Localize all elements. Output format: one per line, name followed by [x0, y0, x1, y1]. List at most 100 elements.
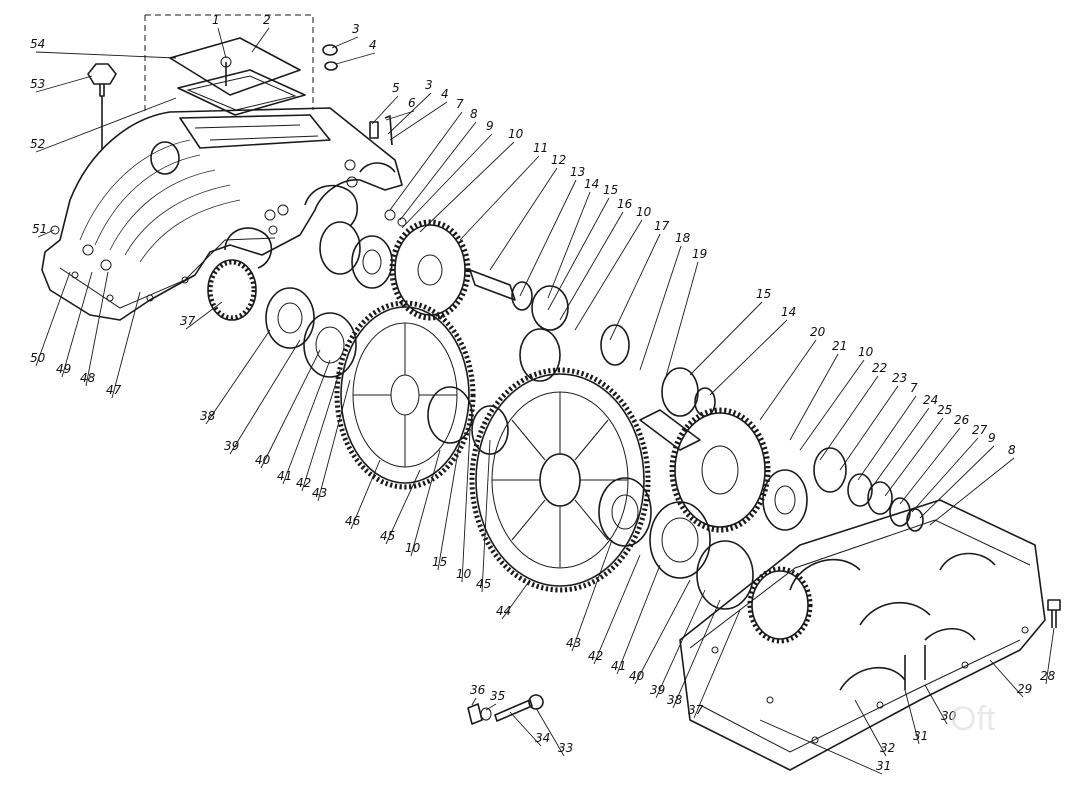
leader-line-26	[899, 427, 961, 505]
callout-23: 23	[892, 371, 907, 385]
callout-13: 13	[570, 165, 585, 179]
callout-45: 45	[476, 577, 491, 591]
callout-34: 34	[535, 731, 550, 745]
callout-43: 43	[312, 486, 327, 500]
callout-18: 18	[675, 231, 691, 245]
leader-line-36	[471, 697, 477, 706]
callout-45: 45	[380, 529, 395, 543]
callout-28: 28	[1040, 669, 1056, 683]
drain-plug-set	[467, 694, 544, 725]
callout-6: 6	[408, 96, 416, 110]
lower-housing	[679, 499, 1046, 771]
callout-42: 42	[588, 649, 603, 663]
leader-line-17	[609, 233, 661, 341]
callout-11: 11	[533, 141, 548, 155]
leader-line-15	[547, 197, 610, 311]
callout-30: 30	[941, 709, 957, 723]
callout-4: 4	[441, 87, 449, 101]
callout-40: 40	[255, 453, 271, 467]
callout-19: 19	[692, 247, 707, 261]
callout-7: 7	[910, 381, 918, 395]
leader-line-32	[854, 699, 887, 757]
callout-21: 21	[832, 339, 847, 353]
callout-22: 22	[872, 361, 887, 375]
leader-line-16	[559, 211, 624, 321]
callout-15: 15	[603, 183, 618, 197]
leader-line-40	[260, 349, 321, 469]
callout-42: 42	[296, 476, 311, 490]
callout-15: 15	[432, 555, 447, 569]
leader-line-9	[401, 133, 493, 229]
leader-line-20	[759, 339, 817, 421]
leader-line-4	[335, 52, 376, 65]
leader-line-14	[547, 191, 591, 299]
leader-line-1	[217, 27, 227, 59]
leader-line-21	[789, 353, 839, 441]
leader-line-34	[509, 711, 542, 747]
callout-10: 10	[858, 345, 874, 359]
leader-line-3	[387, 92, 432, 135]
leader-line-40	[634, 579, 691, 685]
callout-40: 40	[629, 669, 645, 683]
leader-line-52	[35, 97, 177, 153]
leader-line-13	[519, 179, 577, 297]
callout-12: 12	[551, 153, 566, 167]
callout-46: 46	[345, 514, 361, 528]
leader-line-49	[61, 271, 93, 378]
leader-line-10	[461, 429, 471, 583]
leader-line-53	[35, 75, 93, 93]
callout-35: 35	[490, 689, 505, 703]
leader-line-10	[419, 141, 515, 233]
callout-32: 32	[880, 741, 895, 755]
leader-line-38	[672, 599, 721, 709]
callout-1: 1	[212, 13, 220, 27]
leader-line-38	[205, 329, 271, 425]
leader-line-12	[489, 167, 558, 271]
callout-51: 51	[32, 222, 47, 236]
leader-line-37	[693, 609, 741, 719]
nut-washer-set	[50, 44, 393, 271]
leader-line-28	[1045, 627, 1055, 685]
callout-20: 20	[810, 325, 826, 339]
inspection-cover	[144, 14, 314, 116]
leader-line-4	[389, 101, 448, 141]
callout-41: 41	[277, 469, 292, 483]
callout-8: 8	[470, 107, 478, 121]
breather-plug	[87, 63, 117, 150]
callout-43: 43	[566, 636, 581, 650]
leader-line-2	[251, 27, 270, 53]
leader-line-31	[759, 719, 883, 775]
callout-50: 50	[30, 351, 46, 365]
leader-line-8	[399, 121, 477, 221]
bolt-28	[1047, 599, 1061, 628]
callout-37: 37	[180, 314, 196, 328]
leader-line-22	[819, 375, 879, 461]
upper-housing-cover	[41, 107, 403, 321]
leader-line-41	[282, 359, 331, 485]
leader-line-35	[485, 703, 497, 711]
leader-line-39	[229, 339, 301, 455]
leader-line-42	[301, 369, 341, 492]
callout-9: 9	[486, 119, 494, 133]
callout-7: 7	[456, 97, 464, 111]
callout-4: 4	[369, 38, 377, 52]
callout-52: 52	[30, 137, 45, 151]
leader-line-39	[655, 589, 706, 699]
leader-line-51	[37, 229, 55, 238]
leader-line-9	[919, 445, 995, 519]
leader-line-24	[869, 407, 930, 491]
callout-29: 29	[1017, 682, 1032, 696]
callout-38: 38	[667, 693, 683, 707]
callout-49: 49	[56, 362, 71, 376]
leader-line-31	[904, 689, 920, 745]
callout-31: 31	[913, 729, 928, 743]
watermark: Oft	[950, 700, 996, 738]
leader-line-23	[839, 385, 899, 471]
callout-10: 10	[636, 205, 652, 219]
callout-2: 2	[263, 13, 271, 27]
input-shaft-assembly	[207, 209, 407, 378]
leader-line-29	[989, 659, 1024, 698]
leader-line-45	[385, 469, 421, 545]
